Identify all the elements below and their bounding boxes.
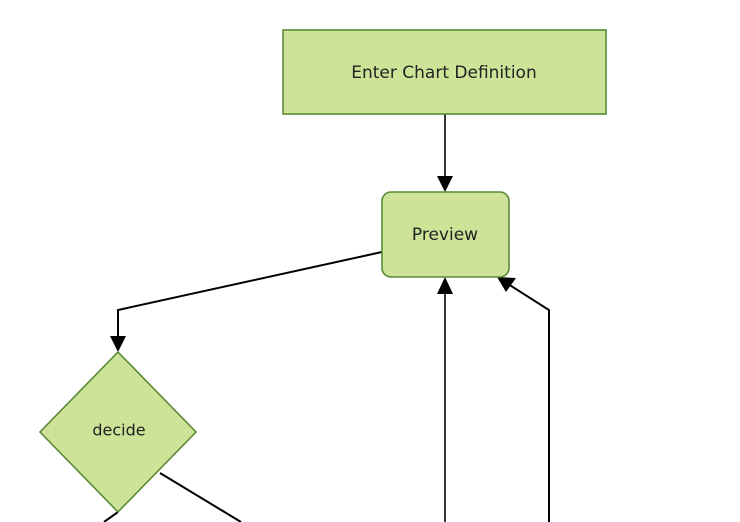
arrowhead-preview-bottom-right xyxy=(497,277,516,292)
arrowhead-decide-top xyxy=(110,336,126,352)
node-layer: Enter Chart Definition Preview decide xyxy=(38,29,607,514)
arrowhead-preview-bottom xyxy=(437,277,453,294)
node-decide-shape[interactable] xyxy=(38,350,198,514)
node-enter-chart-definition-shape[interactable] xyxy=(282,29,607,115)
node-preview-label: Preview xyxy=(412,225,478,245)
node-decide[interactable]: decide xyxy=(38,350,198,514)
node-preview-shape[interactable] xyxy=(381,191,510,278)
arrowhead-preview-top xyxy=(437,176,453,192)
node-decide-label: decide xyxy=(92,421,145,440)
edge-decide-bottom-left-out xyxy=(103,511,119,522)
edge-offscreen-right-to-preview xyxy=(507,283,550,522)
edge-preview-to-decide xyxy=(117,251,383,344)
edge-layer xyxy=(103,114,550,522)
node-enter-chart-definition[interactable]: Enter Chart Definition xyxy=(282,29,607,115)
node-preview[interactable]: Preview xyxy=(381,191,510,278)
edge-decide-bottom-right-out xyxy=(159,472,242,522)
node-enter-chart-definition-label: Enter Chart Definition xyxy=(351,63,536,83)
